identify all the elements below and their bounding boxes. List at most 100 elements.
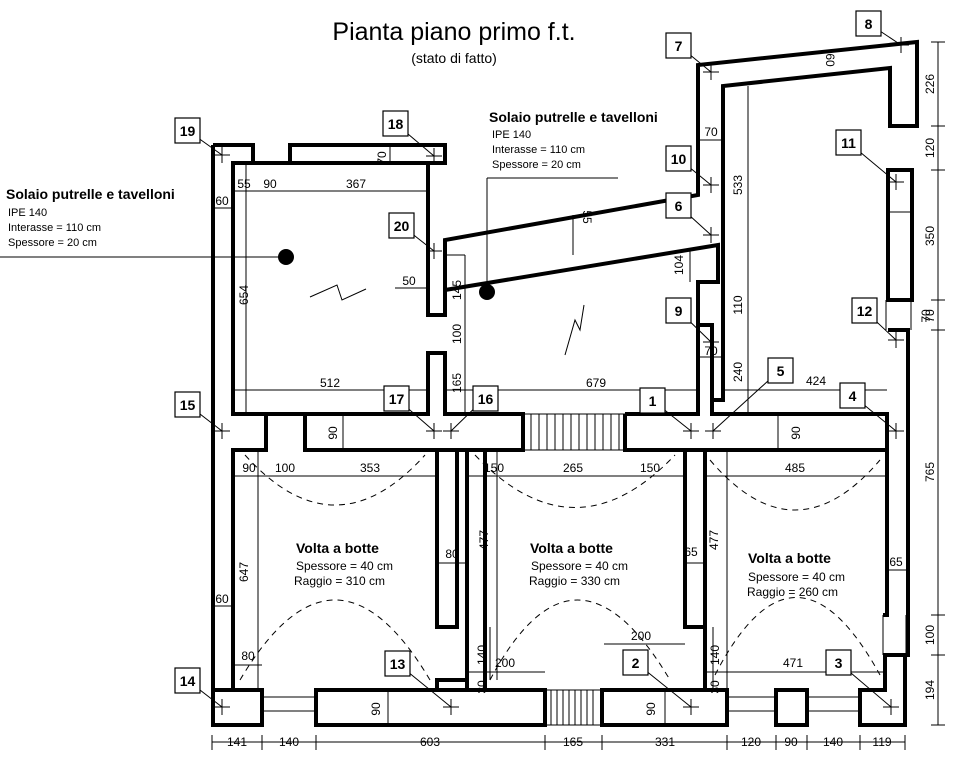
svg-text:140: 140 (823, 735, 843, 749)
vault-note-2: Volta a botte Spessore = 40 cm Raggio = … (529, 540, 628, 588)
svg-text:70: 70 (375, 151, 389, 165)
svg-text:654: 654 (237, 285, 251, 305)
marker-15: 15 (174, 391, 230, 439)
marker-label: 20 (394, 218, 410, 234)
svg-text:140: 140 (279, 735, 299, 749)
svg-text:70: 70 (704, 344, 718, 358)
svg-text:200: 200 (495, 656, 515, 670)
marker-1: 1 (639, 387, 699, 439)
svg-text:Spessore = 40 cm: Spessore = 40 cm (748, 570, 845, 584)
svg-text:424: 424 (806, 374, 826, 388)
svg-text:331: 331 (655, 735, 675, 749)
plan-title: Pianta piano primo f.t. (332, 18, 575, 46)
marker-label: 4 (849, 388, 857, 404)
marker-label: 7 (675, 38, 683, 54)
svg-text:Solaio putrelle e tavelloni: Solaio putrelle e tavelloni (6, 186, 175, 202)
slab-arrow-left (309, 284, 367, 301)
svg-text:50: 50 (402, 274, 416, 288)
svg-text:367: 367 (346, 177, 366, 191)
svg-text:512: 512 (320, 376, 340, 390)
svg-text:477: 477 (477, 530, 491, 550)
svg-text:533: 533 (731, 175, 745, 195)
svg-text:Spessore = 40 cm: Spessore = 40 cm (296, 559, 393, 573)
marker-label: 17 (389, 391, 405, 407)
marker-9: 9 (665, 297, 719, 350)
marker-11: 11 (835, 129, 904, 190)
slab-note-center: Solaio putrelle e tavelloni IPE 140 Inte… (489, 109, 658, 171)
marker-14: 14 (174, 667, 230, 715)
svg-text:Raggio = 310 cm: Raggio = 310 cm (294, 574, 385, 588)
svg-text:240: 240 (731, 362, 745, 382)
svg-text:150: 150 (484, 461, 504, 475)
marker-8: 8 (855, 10, 909, 53)
svg-text:353: 353 (360, 461, 380, 475)
svg-text:100: 100 (923, 625, 937, 645)
svg-text:90: 90 (326, 426, 340, 440)
marker-18: 18 (382, 110, 442, 164)
vault-arcs (239, 454, 881, 681)
marker-5: 5 (705, 357, 794, 439)
svg-text:IPE 140: IPE 140 (492, 129, 531, 141)
svg-text:471: 471 (783, 656, 803, 670)
svg-text:30: 30 (475, 680, 489, 694)
svg-text:765: 765 (923, 462, 937, 482)
svg-text:226: 226 (923, 74, 937, 94)
marker-10: 10 (665, 145, 719, 193)
svg-text:120: 120 (741, 735, 761, 749)
svg-text:90: 90 (242, 461, 256, 475)
marker-label: 5 (777, 363, 785, 379)
svg-text:194: 194 (923, 680, 937, 700)
svg-text:603: 603 (420, 735, 440, 749)
svg-text:100: 100 (450, 324, 464, 344)
svg-text:100: 100 (275, 461, 295, 475)
marker-3: 3 (825, 649, 899, 715)
svg-text:165: 165 (563, 735, 583, 749)
svg-text:70: 70 (923, 309, 937, 323)
svg-text:60: 60 (215, 592, 229, 606)
marker-label: 1 (649, 393, 657, 409)
svg-text:55: 55 (580, 210, 594, 224)
svg-text:80: 80 (445, 547, 459, 561)
svg-text:Interasse = 110 cm: Interasse = 110 cm (8, 222, 101, 234)
slab-note-left: Solaio putrelle e tavelloni IPE 140 Inte… (6, 186, 175, 249)
svg-text:200: 200 (631, 629, 651, 643)
dimension-lines (211, 41, 945, 750)
marker-6: 6 (665, 192, 719, 243)
svg-text:110: 110 (731, 295, 745, 314)
dimension-labels: 141 140 603 165 331 120 90 140 119 226 1… (215, 53, 937, 749)
svg-text:485: 485 (785, 461, 805, 475)
svg-text:Raggio = 330 cm: Raggio = 330 cm (529, 574, 620, 588)
svg-text:60: 60 (823, 53, 837, 67)
svg-text:141: 141 (227, 735, 247, 749)
marker-label: 8 (865, 16, 873, 32)
svg-text:IPE 140: IPE 140 (8, 207, 47, 219)
svg-text:Volta a botte: Volta a botte (748, 550, 831, 566)
svg-text:265: 265 (563, 461, 583, 475)
svg-text:Interasse = 110 cm: Interasse = 110 cm (492, 144, 585, 156)
stairs-top (522, 413, 626, 451)
svg-text:Raggio = 260 cm: Raggio = 260 cm (747, 585, 838, 599)
svg-text:65: 65 (684, 545, 698, 559)
svg-text:Volta a botte: Volta a botte (296, 540, 379, 556)
marker-label: 13 (390, 656, 406, 672)
svg-text:679: 679 (586, 376, 606, 390)
svg-text:55: 55 (237, 177, 251, 191)
svg-text:145: 145 (450, 280, 464, 300)
marker-label: 3 (835, 655, 843, 671)
marker-12: 12 (851, 297, 904, 348)
svg-text:Volta a botte: Volta a botte (530, 540, 613, 556)
slab-arrow-center (564, 304, 585, 356)
svg-text:Solaio putrelle e tavelloni: Solaio putrelle e tavelloni (489, 109, 658, 125)
marker-label: 15 (180, 397, 196, 413)
marker-label: 10 (671, 151, 687, 167)
svg-text:Spessore = 40 cm: Spessore = 40 cm (531, 559, 628, 573)
svg-text:65: 65 (889, 555, 903, 569)
svg-text:165: 165 (450, 373, 464, 393)
marker-2: 2 (622, 649, 699, 715)
svg-text:Spessore = 20 cm: Spessore = 20 cm (492, 159, 581, 171)
svg-text:Spessore = 20 cm: Spessore = 20 cm (8, 237, 97, 249)
marker-label: 14 (180, 673, 196, 689)
svg-text:647: 647 (237, 562, 251, 582)
